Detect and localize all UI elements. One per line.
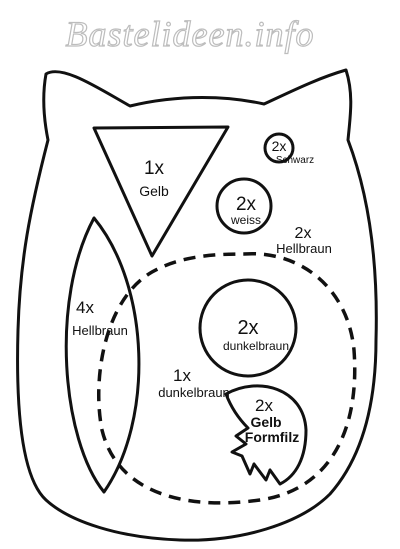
wing-color: Hellbraun xyxy=(72,323,128,338)
belly-count: 1x xyxy=(173,366,191,385)
triangle-count: 1x xyxy=(144,158,165,179)
wing-count: 4x xyxy=(76,298,94,317)
beak-triangle xyxy=(92,125,230,258)
large-circle xyxy=(198,278,298,378)
head-color: Hellbraun xyxy=(276,241,332,256)
pupil-circle-small xyxy=(263,132,295,164)
eye-circle-medium xyxy=(215,177,273,235)
medium-circle-count: 2x xyxy=(236,194,257,215)
belly-color: dunkelbraun xyxy=(158,385,230,400)
medium-circle-color: weiss xyxy=(230,213,261,227)
large-circle-color: dunkelbraun xyxy=(223,339,289,353)
feet-material: Formfilz xyxy=(245,429,299,445)
large-circle-count: 2x xyxy=(237,317,258,339)
head-count: 2x xyxy=(295,225,312,242)
small-circle-count: 2x xyxy=(272,138,287,154)
site-watermark: Bastelideen.info xyxy=(66,14,315,54)
belly-dashed-outline xyxy=(96,252,357,505)
foot-shape xyxy=(224,384,308,486)
feet-color: Gelb xyxy=(250,414,281,430)
feet-count: 2x xyxy=(255,396,273,415)
small-circle-color: Schwarz xyxy=(276,155,314,166)
triangle-color: Gelb xyxy=(139,183,169,199)
